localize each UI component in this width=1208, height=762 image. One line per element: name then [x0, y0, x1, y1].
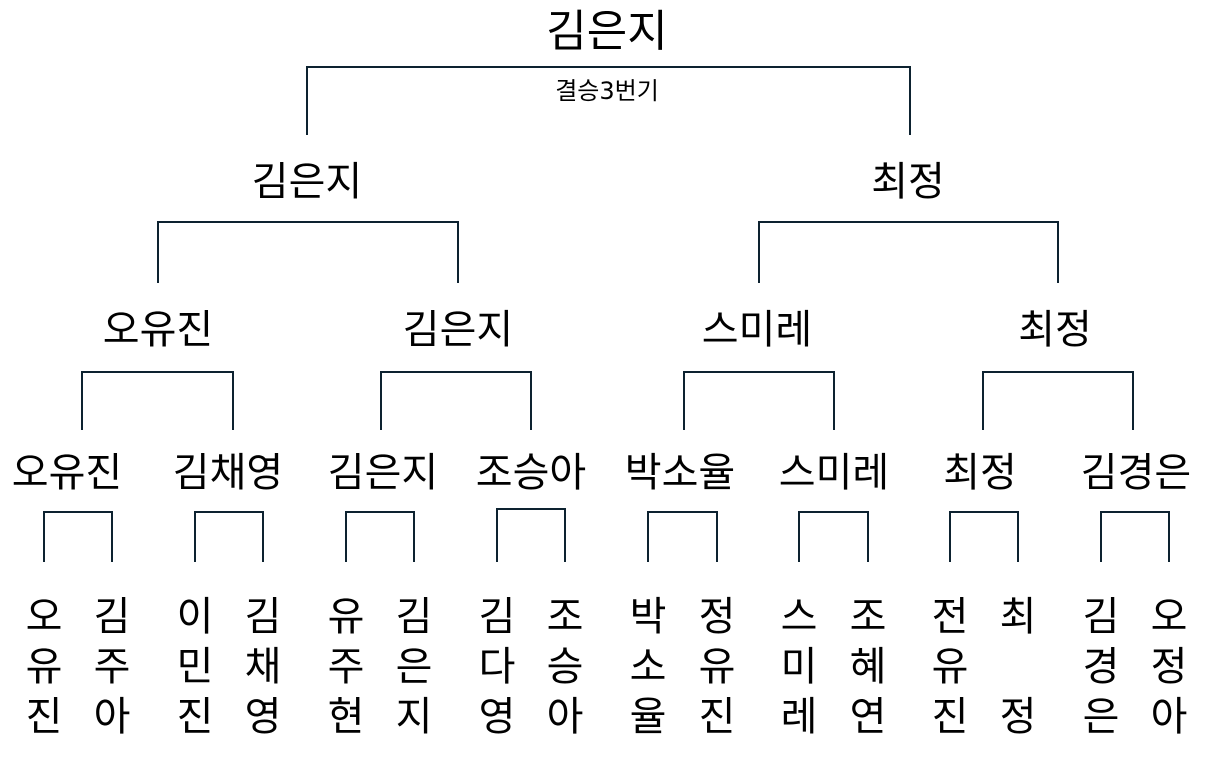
- name-character: 채: [244, 644, 282, 690]
- name-character: 미: [780, 644, 818, 690]
- name-character: 유: [698, 644, 736, 690]
- round-of-8-name: 오유진: [11, 450, 123, 496]
- name-character: 아: [1150, 694, 1188, 740]
- name-character: 경: [1082, 644, 1120, 690]
- name-character: 조: [849, 594, 887, 640]
- name-character: 김: [244, 594, 282, 640]
- final-caption: 결승3번기: [555, 77, 659, 105]
- name-character: 레: [780, 694, 818, 740]
- name-character: 오: [25, 594, 63, 640]
- name-character: 주: [93, 644, 131, 690]
- name-character: 아: [93, 694, 131, 740]
- round-of-8-bracket: [798, 511, 869, 562]
- quarterfinal-bracket: [81, 371, 234, 430]
- round-of-8-name: 조승아: [475, 450, 587, 496]
- quarterfinal-name: 오유진: [102, 307, 214, 353]
- name-character: 유: [327, 594, 365, 640]
- round-of-8-name: 스미레: [778, 450, 890, 496]
- name-character: 아: [546, 694, 584, 740]
- name-character: 진: [931, 694, 969, 740]
- name-character: 오: [1150, 594, 1188, 640]
- name-character: 김: [1082, 594, 1120, 640]
- name-character: 스: [780, 594, 818, 640]
- semifinal-name: 최정: [871, 159, 945, 205]
- name-character: 유: [25, 644, 63, 690]
- name-character: 정: [1150, 644, 1188, 690]
- name-character: 율: [629, 694, 667, 740]
- name-character: 현: [327, 694, 365, 740]
- round-of-8-bracket: [345, 511, 415, 562]
- round-of-8-name: 김은지: [327, 450, 439, 496]
- round-of-8-bracket: [1100, 511, 1170, 562]
- name-character: 유: [931, 644, 969, 690]
- round-of-8-name: 박소율: [624, 450, 736, 496]
- name-character: 조: [546, 594, 584, 640]
- semifinal-name: 김은지: [251, 159, 363, 205]
- name-character: 박: [629, 594, 667, 640]
- name-character: 진: [25, 694, 63, 740]
- name-character: 연: [849, 694, 887, 740]
- name-character: 소: [629, 644, 667, 690]
- name-character: 영: [244, 694, 282, 740]
- name-character: 은: [395, 644, 433, 690]
- name-character: 정: [698, 594, 736, 640]
- round-of-8-name: 최정: [943, 450, 1017, 496]
- name-character: 정: [999, 694, 1037, 740]
- name-character: 민: [176, 644, 214, 690]
- name-character: 지: [395, 694, 433, 740]
- quarterfinal-name: 최정: [1018, 307, 1092, 353]
- name-character: 주: [327, 644, 365, 690]
- semifinal-bracket: [758, 221, 1059, 283]
- name-character: 김: [478, 594, 516, 640]
- quarterfinal-name: 스미레: [701, 307, 813, 353]
- name-character: 최: [999, 594, 1037, 640]
- quarterfinal-bracket: [982, 371, 1134, 430]
- final-bracket: [306, 66, 911, 135]
- round-of-8-bracket: [496, 508, 566, 562]
- name-character: 진: [176, 694, 214, 740]
- name-character: [993, 642, 1043, 692]
- name-character: 전: [931, 594, 969, 640]
- quarterfinal-bracket: [683, 371, 835, 430]
- name-character: 다: [478, 644, 516, 690]
- round-of-8-bracket: [647, 511, 718, 562]
- name-character: 승: [546, 644, 584, 690]
- round-of-8-bracket: [949, 511, 1019, 562]
- name-character: 이: [176, 594, 214, 640]
- round-of-8-name: 김경은: [1080, 450, 1192, 496]
- name-character: 김: [395, 594, 433, 640]
- round-of-8-name: 김채영: [172, 450, 284, 496]
- semifinal-bracket: [157, 221, 459, 283]
- name-character: 혜: [849, 644, 887, 690]
- name-character: 김: [93, 594, 131, 640]
- round-of-8-bracket: [43, 511, 113, 562]
- name-character: 은: [1082, 694, 1120, 740]
- round-of-8-bracket: [194, 511, 264, 562]
- quarterfinal-name: 김은지: [402, 307, 514, 353]
- name-character: 진: [698, 694, 736, 740]
- name-character: 영: [478, 694, 516, 740]
- quarterfinal-bracket: [380, 371, 532, 430]
- champion-name: 김은지: [546, 6, 668, 57]
